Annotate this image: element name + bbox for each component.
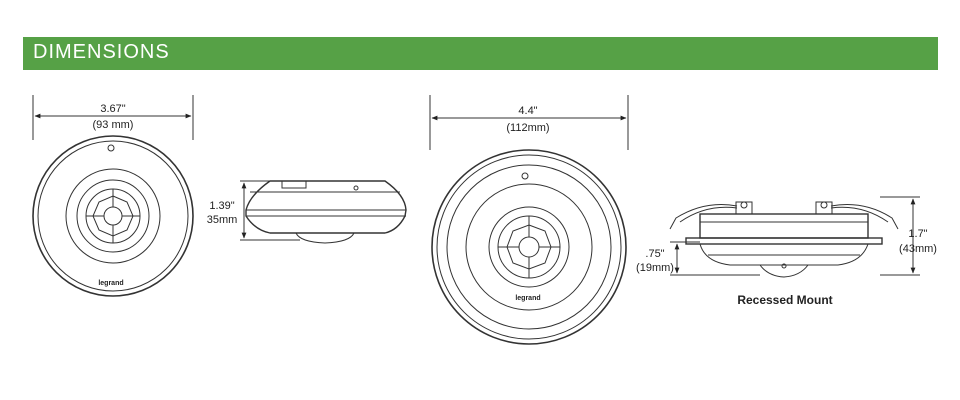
large-width-inches: 4.4"	[518, 105, 537, 117]
recessed-depth-mm: (19mm)	[636, 262, 674, 274]
section-header: DIMENSIONS	[23, 37, 938, 70]
section-title: DIMENSIONS	[33, 41, 170, 63]
recessed-depth-inches: .75"	[645, 248, 664, 260]
small-width-mm: (93 mm)	[93, 119, 134, 131]
brand-logo-small: legrand	[98, 280, 123, 287]
recessed-height-inches: 1.7"	[908, 228, 927, 240]
small-sensor-side-view	[240, 180, 407, 244]
large-width-mm: (112mm)	[506, 122, 549, 134]
small-height-mm: 35mm	[207, 214, 238, 226]
small-width-inches: 3.67"	[100, 103, 125, 115]
large-sensor-top-view	[429, 95, 629, 345]
brand-logo-large: legrand	[515, 295, 540, 302]
recessed-mount-side-view	[669, 196, 920, 278]
recessed-mount-caption: Recessed Mount	[737, 293, 832, 307]
recessed-height-mm: (43mm)	[899, 243, 937, 255]
small-sensor-top-view	[32, 95, 194, 297]
small-height-inches: 1.39"	[209, 200, 234, 212]
